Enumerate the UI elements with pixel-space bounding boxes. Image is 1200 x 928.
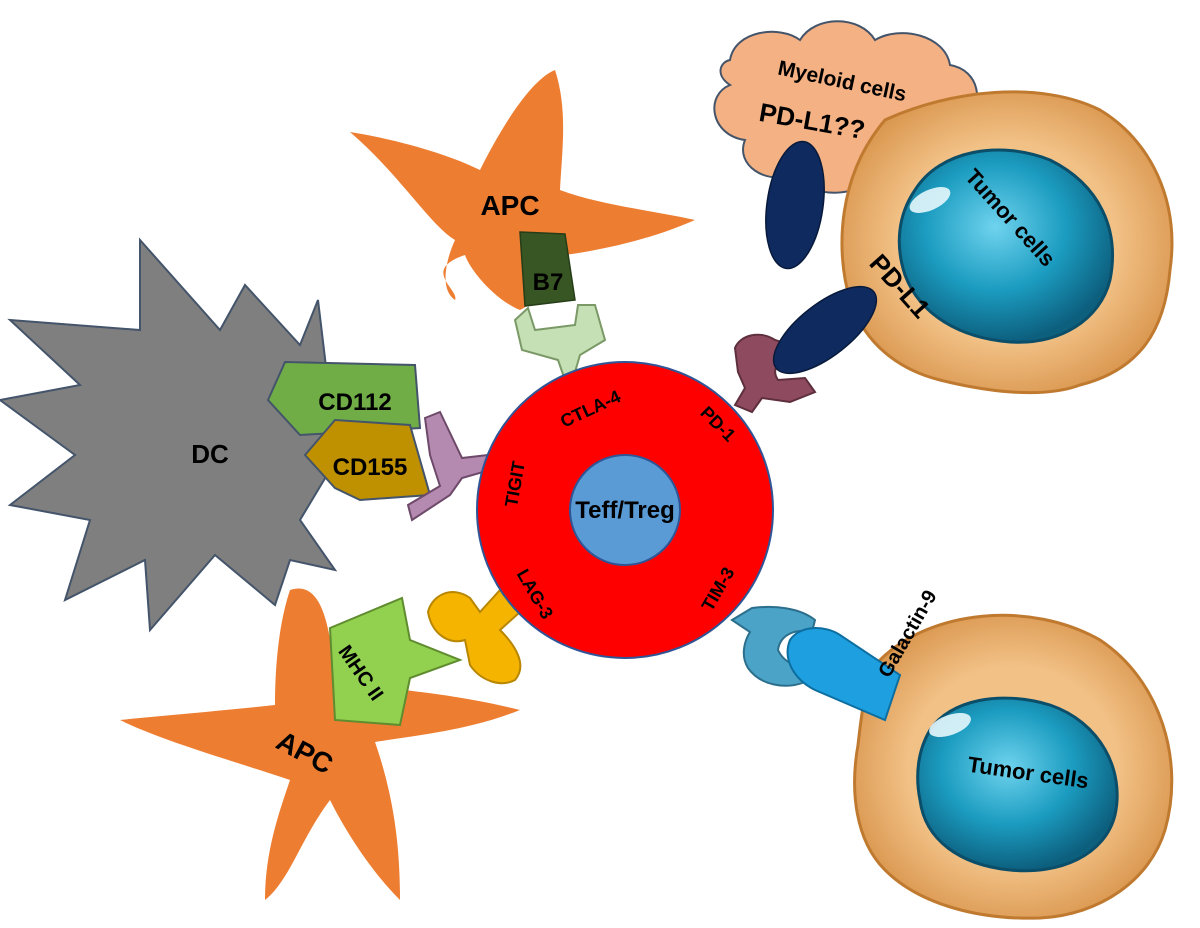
mhc2-ligand: MHC II (328, 596, 463, 727)
apc-top: APC (350, 70, 695, 310)
b7-shape (519, 231, 576, 307)
ctla4-receptor (513, 304, 607, 384)
b7-label: B7 (533, 269, 564, 296)
tumor-cell-bottom: Tumor cells (853, 613, 1174, 920)
apc-top-body (350, 70, 695, 310)
apc-bottom: APC (120, 588, 520, 900)
cd155-label: CD155 (333, 454, 408, 481)
lag3-receptor (426, 587, 523, 685)
apc-bottom-body (120, 588, 520, 900)
dc-label: DC (191, 439, 229, 469)
tumor-pdl1-ligand (772, 285, 878, 375)
myeloid-pdl1-ligand (765, 140, 825, 270)
tigit-receptor (406, 410, 492, 522)
tumor-top-nucleus (897, 148, 1114, 344)
dendritic-cell: DC (0, 237, 338, 633)
tumor-cell-top: Tumor cells PD-L1 (840, 90, 1174, 395)
dc-body (0, 237, 338, 633)
t-cell: Teff/Treg CTLA-4 PD-1 TIGIT LAG-3 TIM-3 (476, 361, 774, 659)
tumor-bottom-nucleolus (929, 712, 971, 738)
galectin9-ligand (786, 627, 902, 722)
apc-top-label: APC (480, 190, 539, 221)
t-cell-inner (569, 454, 681, 566)
cd155-ligand: CD155 (303, 418, 432, 502)
tumor-top-nucleolus (909, 187, 951, 213)
tumor-bottom-nucleus (916, 696, 1119, 873)
b7-ligand: B7 (519, 231, 576, 307)
t-cell-label: Teff/Treg (575, 497, 675, 524)
cd112-label: CD112 (318, 389, 391, 416)
mhc2-shape (328, 596, 463, 727)
